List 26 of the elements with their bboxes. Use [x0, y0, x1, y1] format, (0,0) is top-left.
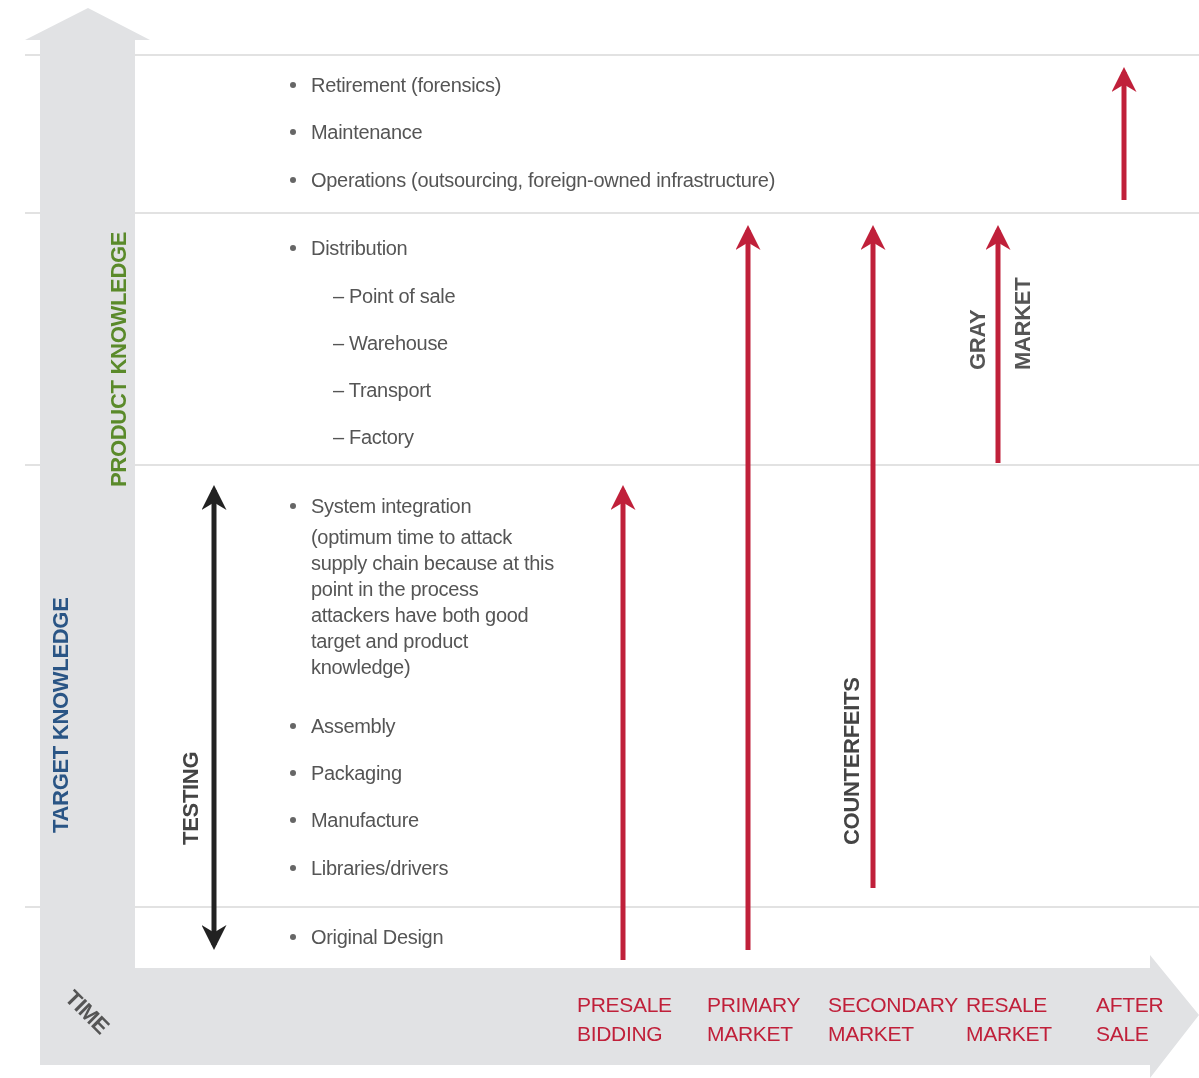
axis-label: TARGET KNOWLEDGE: [48, 597, 74, 833]
list-item: Libraries/drivers: [311, 856, 449, 881]
arrow-label: GRAY: [965, 309, 991, 370]
note-text: (optimum time to attack supply chain because at this point in the process attackers have both good target and product knowledge): [311, 525, 555, 680]
list-item: Operations (outsourcing, foreign-owned infrastructure): [311, 168, 776, 193]
phase-label: AFTER SALE: [1096, 992, 1165, 1047]
list-item: Packaging: [311, 761, 402, 786]
list-item: Retirement (forensics): [311, 73, 502, 98]
list-item: Maintenance: [311, 120, 423, 145]
list-item: – Transport: [333, 378, 431, 403]
list-item: Original Design: [311, 925, 444, 950]
arrow-label: TESTING: [178, 751, 204, 845]
list-item: Assembly: [311, 714, 396, 739]
list-item: – Warehouse: [333, 331, 448, 356]
arrow-label: MARKET: [1010, 277, 1036, 370]
list-item: – Point of sale: [333, 284, 456, 309]
phase-label: PRIMARY MARKET: [707, 992, 801, 1047]
list-item: – Factory: [333, 425, 414, 450]
list-item: System integration: [311, 494, 472, 519]
axis-label: PRODUCT KNOWLEDGE: [106, 231, 132, 487]
phase-label: SECONDARY MARKET: [828, 992, 958, 1047]
list-item: Distribution: [311, 236, 408, 261]
list-item: Manufacture: [311, 808, 419, 833]
phase-label: RESALE MARKET: [966, 992, 1053, 1047]
arrow-label: COUNTERFEITS: [839, 677, 865, 845]
phase-label: PRESALE BIDDING: [577, 992, 673, 1047]
